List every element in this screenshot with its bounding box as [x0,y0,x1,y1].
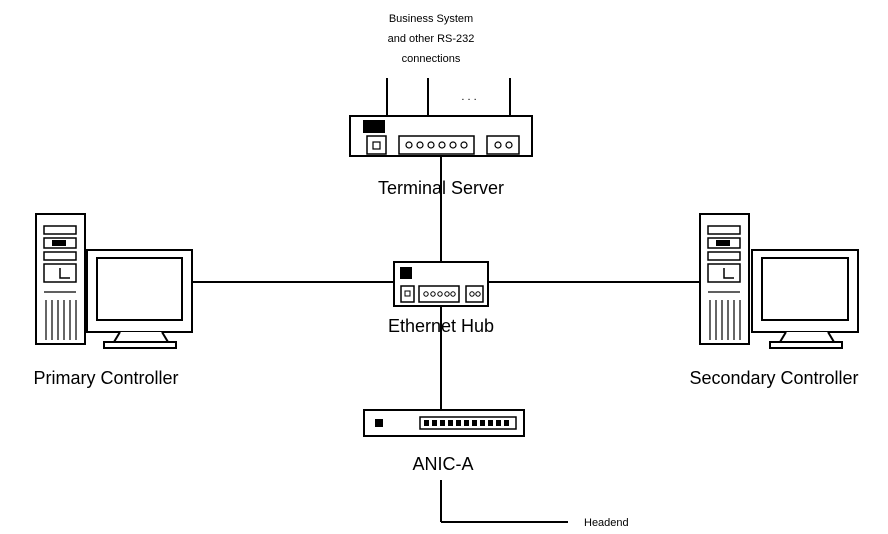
primary-controller-label: Primary Controller [33,368,178,388]
secondary-screen [761,257,849,321]
business-system-label: Business System and other RS-232 connect… [388,13,477,103]
connections [192,78,700,523]
primary-screen [96,257,183,321]
business-system-line-1: Business System [389,13,473,25]
primary-controller-computer [35,213,193,349]
ethernet-hub-device [393,261,489,307]
hub-indicator [400,267,412,279]
connections-ellipsis: . . . [461,91,476,103]
headend-label: Headend [584,517,629,529]
anic-a-label: ANIC-A [412,454,473,474]
anic-a-device [363,409,525,437]
business-system-line-2: and other RS-232 [388,33,475,45]
ethernet-hub-label: Ethernet Hub [388,316,494,336]
secondary-controller-computer [699,213,859,349]
anic-a-ports [424,420,509,426]
secondary-controller-label: Secondary Controller [689,368,858,388]
terminal-server-device [349,115,533,157]
terminal-server-label: Terminal Server [378,178,504,198]
terminal-server-ports [405,141,468,149]
hub-ports [423,291,456,297]
business-system-line-3: connections [402,53,461,65]
terminal-server-indicator [363,120,385,133]
